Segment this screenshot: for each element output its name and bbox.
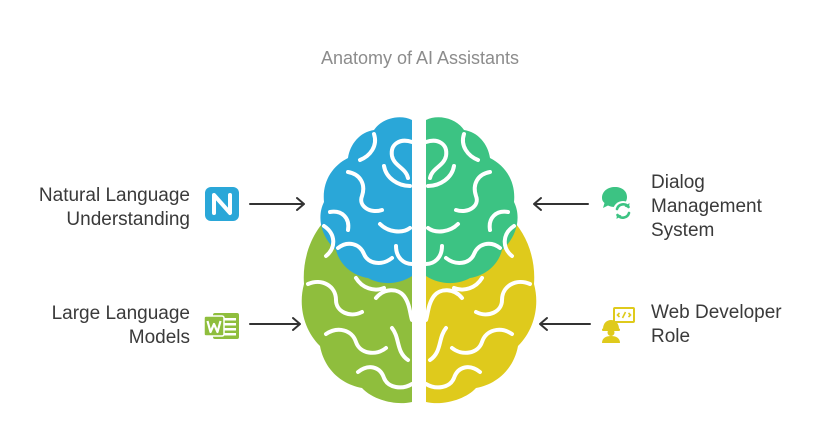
- arrow-webdev: [539, 317, 591, 331]
- label-llm: Large Language Models: [52, 302, 190, 350]
- brain-lobe-teal: [426, 117, 518, 284]
- label-webdev-line2: Role: [651, 326, 691, 347]
- label-dialog-line1: Dialog: [651, 172, 705, 193]
- arrow-nlu: [249, 197, 305, 211]
- diagram-title: Anatomy of AI Assistants: [320, 48, 520, 68]
- label-dialog-line2: Management: [651, 196, 762, 217]
- arrow-dialog: [533, 197, 589, 211]
- label-webdev: Web Developer Role: [651, 301, 782, 349]
- brain-diagram: [301, 117, 537, 404]
- label-dialog-line3: System: [651, 220, 715, 241]
- label-llm-line2: Models: [128, 327, 190, 348]
- label-llm-line1: Large Language: [51, 303, 190, 324]
- brain-lobe-blue: [320, 117, 412, 284]
- label-dialog: Dialog Management System: [651, 171, 762, 243]
- word-document-icon: [203, 313, 239, 339]
- label-nlu: Natural Language Understanding: [39, 184, 190, 232]
- n-logo-icon: [205, 187, 239, 221]
- chat-refresh-icon: [602, 187, 633, 221]
- developer-icon: [602, 307, 635, 343]
- label-nlu-line1: Natural Language: [38, 185, 190, 206]
- arrow-llm: [249, 317, 301, 331]
- label-nlu-line2: Understanding: [66, 209, 190, 230]
- label-webdev-line1: Web Developer: [651, 302, 782, 323]
